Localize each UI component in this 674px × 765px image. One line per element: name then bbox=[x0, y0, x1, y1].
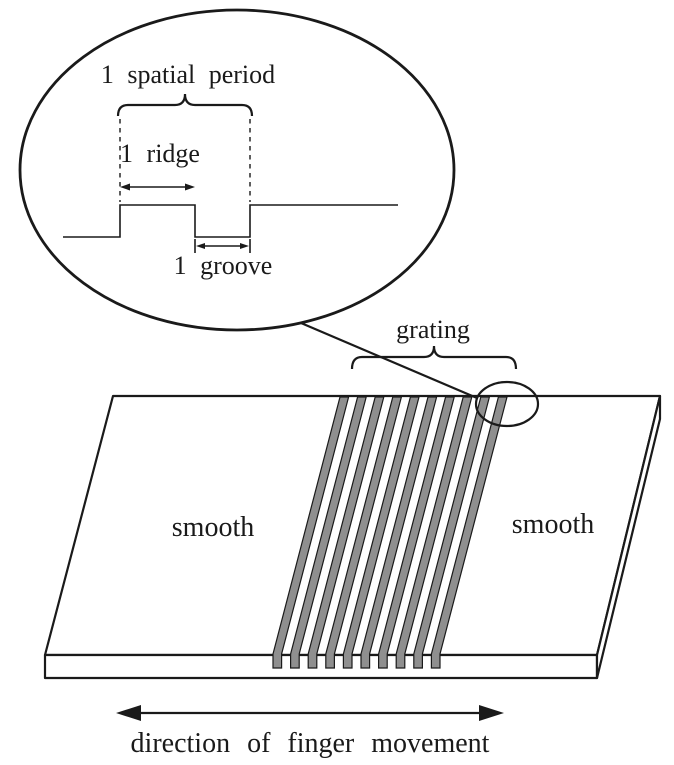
grating-ridge bbox=[378, 396, 455, 669]
zoom-source-circle bbox=[474, 380, 540, 428]
grating-ridge bbox=[307, 396, 385, 669]
direction-label: direction of finger movement bbox=[131, 728, 490, 759]
grating-ridge bbox=[325, 396, 403, 669]
grating-brace bbox=[350, 345, 518, 370]
grating-ridge bbox=[342, 396, 420, 669]
groove-arrowhead-right bbox=[240, 243, 249, 249]
groove-arrowhead-left bbox=[196, 243, 205, 249]
direction-arrowhead-right bbox=[479, 705, 504, 721]
ridge-arrowhead-right bbox=[185, 183, 195, 191]
zoom-connector-line bbox=[300, 321, 478, 400]
plate-right-face bbox=[595, 394, 662, 680]
spatial-period-brace bbox=[116, 93, 254, 117]
ridge-label: 1 ridge bbox=[120, 139, 200, 168]
grating-ridge bbox=[290, 396, 367, 669]
grating-ridge bbox=[395, 396, 473, 669]
groove-label: 1 groove bbox=[174, 251, 273, 280]
inset-ellipse bbox=[18, 8, 456, 332]
smooth-right-label: smooth bbox=[512, 509, 594, 540]
plate-group: smooth smooth grating bbox=[43, 315, 662, 680]
grating-ridge bbox=[272, 396, 350, 669]
grating-stripes bbox=[272, 396, 508, 669]
grating-label: grating bbox=[396, 315, 470, 344]
grating-ridge bbox=[413, 396, 491, 669]
spatial-period-label: 1 spatial period bbox=[101, 60, 275, 89]
smooth-left-label: smooth bbox=[172, 512, 254, 543]
plate-front-face bbox=[43, 653, 599, 680]
ridge-arrowhead-left bbox=[120, 183, 130, 191]
grating-ridge bbox=[360, 396, 438, 669]
grating-ridge bbox=[430, 396, 508, 669]
direction-arrowhead-left bbox=[116, 705, 141, 721]
inset-group: 1 spatial period 1 ridge 1 groove bbox=[18, 8, 456, 332]
footer-group: direction of finger movement bbox=[116, 705, 504, 759]
profile-waveform bbox=[63, 204, 398, 238]
